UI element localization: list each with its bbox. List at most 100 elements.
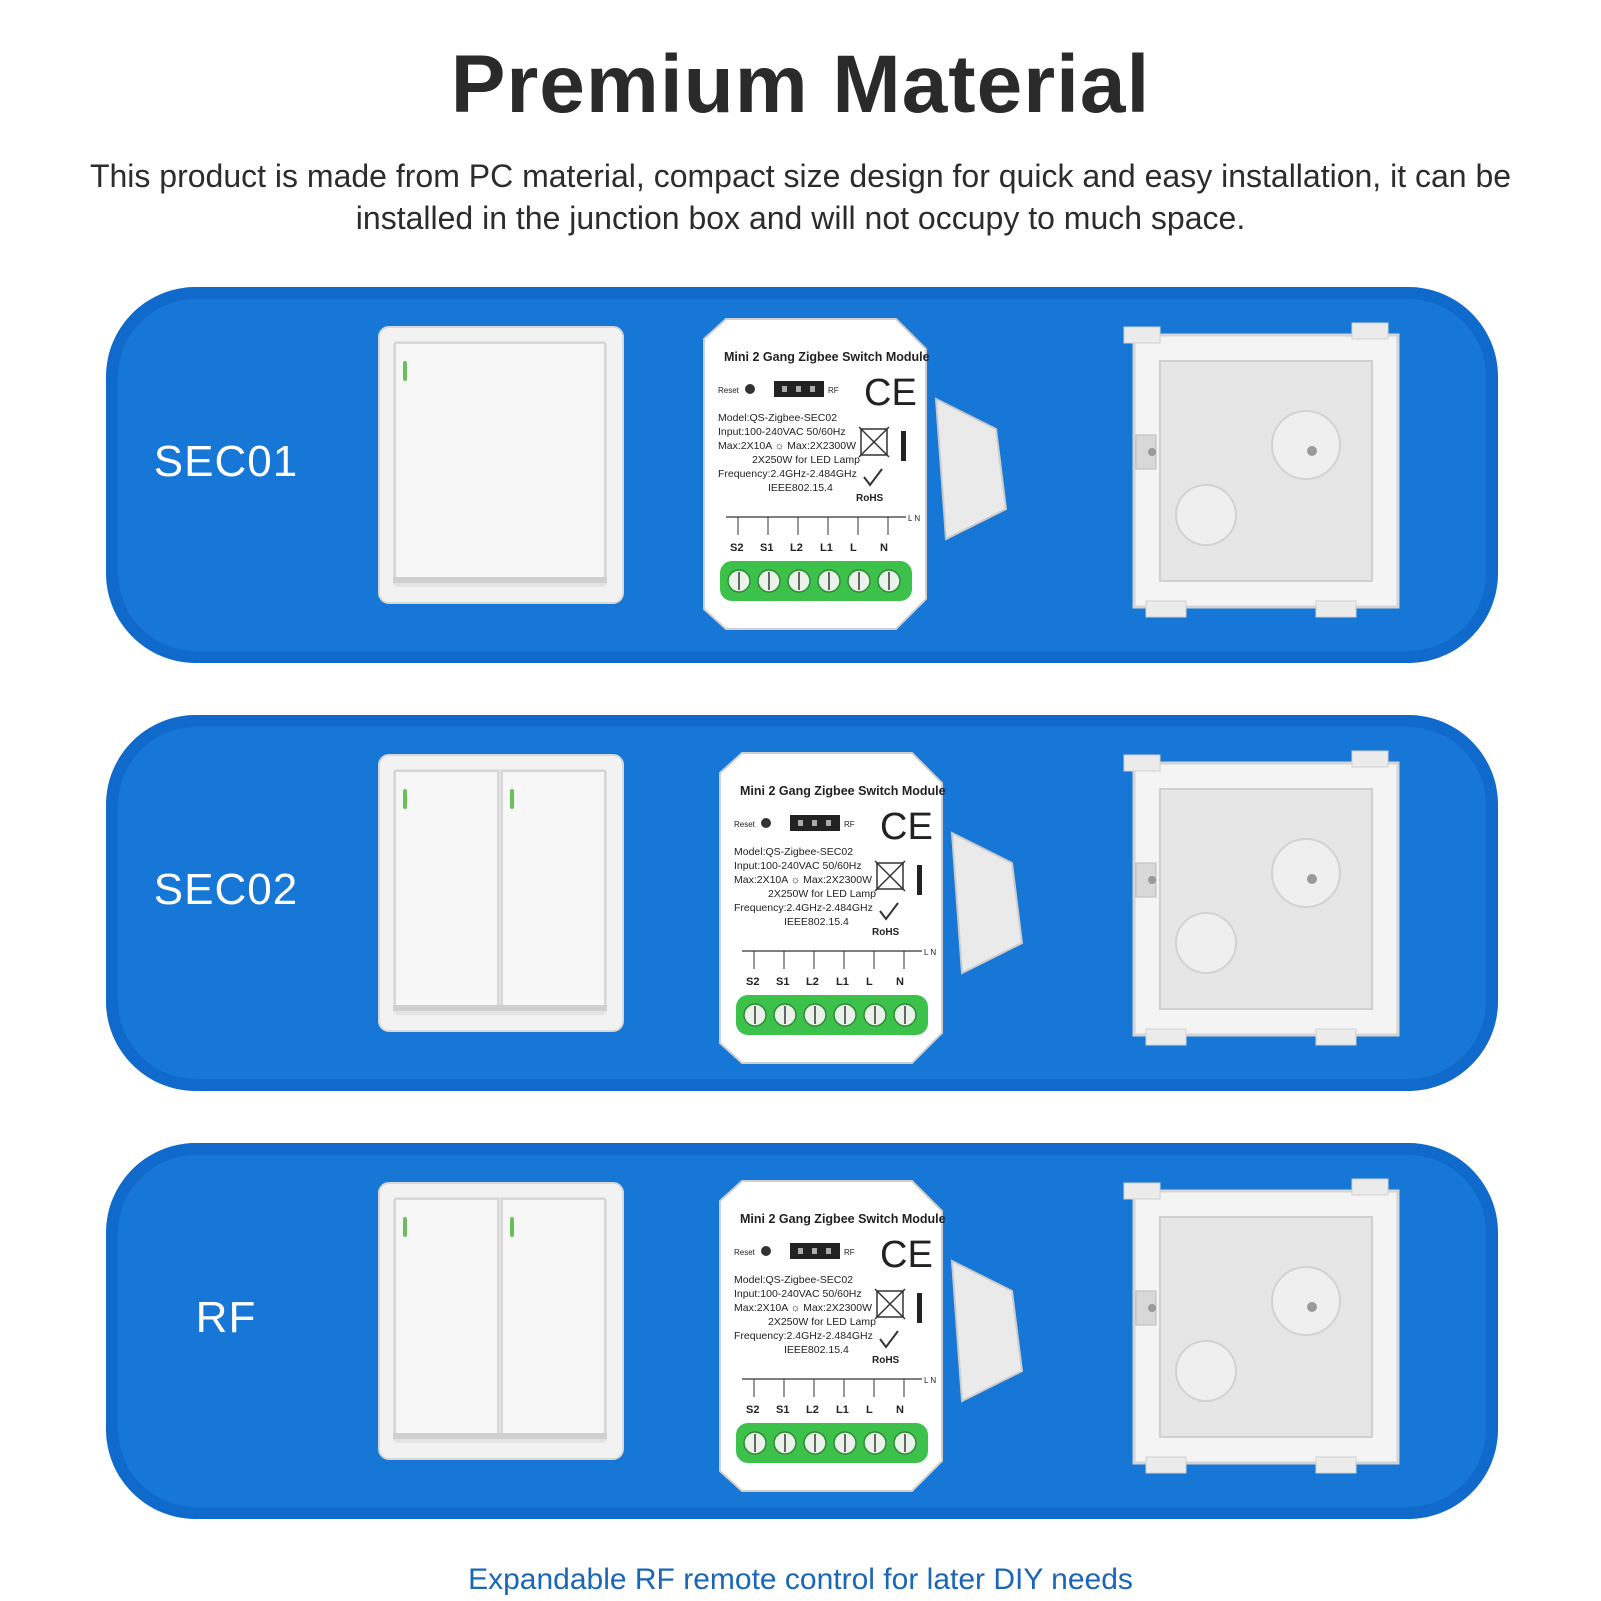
knockout-circle: [1175, 912, 1237, 974]
knockout-circle: [1175, 484, 1237, 546]
mounting-clip: [950, 1259, 1024, 1403]
terminal-label: S1: [760, 542, 773, 554]
rf-pin: [798, 820, 803, 826]
spec-line: Frequency:2.4GHz-2.484GHz: [718, 468, 857, 480]
box-tab: [1315, 600, 1357, 618]
rf-pin: [826, 820, 831, 826]
knockout-circle: [1271, 838, 1341, 908]
rohs-check-icon: [879, 902, 899, 921]
spec-line: Max:2X10A ☼ Max:2X2300W: [718, 440, 856, 452]
rohs-check-icon: [863, 468, 883, 487]
module-name: Mini 2 Gang Zigbee Switch Module: [740, 1212, 946, 1226]
junction-box-drawing: [1123, 750, 1400, 1046]
box-inner: [1159, 360, 1373, 582]
terminal-label: S2: [746, 976, 759, 988]
box-inner: [1159, 1216, 1373, 1438]
reset-label: Reset: [734, 820, 756, 829]
bracket-screw: [1148, 1304, 1156, 1312]
terminal-label: L1: [836, 1404, 849, 1416]
spec-line: Model:QS-Zigbee-SEC02: [734, 846, 853, 858]
mounting-clip: [950, 831, 1024, 975]
switch-shadow: [393, 1433, 607, 1439]
terminal-label: L2: [806, 976, 819, 988]
rf-label: RF: [828, 386, 839, 395]
marker-bar: [917, 865, 922, 895]
weee-icon: [876, 862, 904, 890]
terminal-label: L: [850, 542, 857, 554]
box-tab: [1123, 1182, 1161, 1200]
junction-box-drawing: [1123, 322, 1400, 618]
wall-switch-drawing: [378, 754, 624, 1032]
spec-line: 2X250W for LED Lamp: [768, 888, 876, 900]
terminal-label: L: [866, 1404, 873, 1416]
box-tab: [1145, 600, 1187, 618]
terminal-label: L1: [820, 542, 833, 554]
terminal-label: N: [880, 542, 888, 554]
switch-rocker: [501, 770, 606, 1010]
terminal-label: S1: [776, 976, 789, 988]
terminal-label: N: [896, 976, 904, 988]
ce-mark: CE: [880, 806, 933, 848]
junction-box-image: [1116, 315, 1416, 635]
variant-label: SEC01: [153, 437, 299, 486]
rf-pin: [812, 820, 817, 826]
junction-box-image: [1116, 743, 1416, 1063]
spec-line: Input:100-240VAC 50/60Hz: [734, 1288, 862, 1300]
bracket-screw: [1148, 448, 1156, 456]
reset-label: Reset: [718, 386, 740, 395]
weee-cross: [858, 426, 890, 458]
reset-button: [761, 1246, 771, 1256]
module-body: [719, 1180, 943, 1492]
indicator-light: [403, 1217, 407, 1237]
rf-pin: [782, 386, 787, 392]
module-name: Mini 2 Gang Zigbee Switch Module: [724, 350, 930, 364]
wall-switch-drawing: [378, 326, 624, 604]
rf-label: RF: [844, 1248, 855, 1257]
terminal-label: L2: [790, 542, 803, 554]
switch-rocker: [394, 1198, 499, 1438]
switch-shadow: [393, 1005, 607, 1011]
footer-note: Expandable RF remote control for later D…: [468, 1563, 1133, 1596]
indicator-light: [510, 1217, 514, 1237]
mount-screw: [1307, 1302, 1317, 1312]
rf-label: RF: [844, 820, 855, 829]
bracket-screw: [1148, 876, 1156, 884]
rf-pin: [826, 1248, 831, 1254]
spec-line: Model:QS-Zigbee-SEC02: [718, 412, 837, 424]
indicator-light: [403, 361, 407, 381]
rf-pin: [796, 386, 801, 392]
rohs-check-icon: [879, 1330, 899, 1349]
rohs-label: RoHS: [872, 1355, 900, 1366]
terminal-label: L1: [836, 976, 849, 988]
box-tab: [1145, 1028, 1187, 1046]
reset-button: [761, 818, 771, 828]
rohs-label: RoHS: [856, 493, 884, 504]
weee-cross: [874, 1288, 906, 1320]
ce-mark: CE: [880, 1234, 933, 1276]
terminal-label: S2: [746, 1404, 759, 1416]
terminal-label: L2: [806, 1404, 819, 1416]
spec-line: IEEE802.15.4: [784, 1344, 849, 1356]
mount-screw: [1307, 446, 1317, 456]
marker-bar: [917, 1293, 922, 1323]
module-body: [719, 752, 943, 1064]
knockout-circle: [1271, 410, 1341, 480]
box-tab: [1315, 1028, 1357, 1046]
module-name: Mini 2 Gang Zigbee Switch Module: [740, 784, 946, 798]
terminal-label: L: [866, 976, 873, 988]
ce-mark: CE: [864, 372, 917, 414]
junction-box-drawing: [1123, 1178, 1400, 1474]
switch-rocker: [501, 1198, 606, 1438]
spec-line: Frequency:2.4GHz-2.484GHz: [734, 1330, 873, 1342]
wall-switch-image: [377, 753, 625, 1033]
module-body: [703, 318, 927, 630]
mount-screw: [1307, 874, 1317, 884]
switch-rocker: [394, 770, 499, 1010]
rohs-label: RoHS: [872, 927, 900, 938]
